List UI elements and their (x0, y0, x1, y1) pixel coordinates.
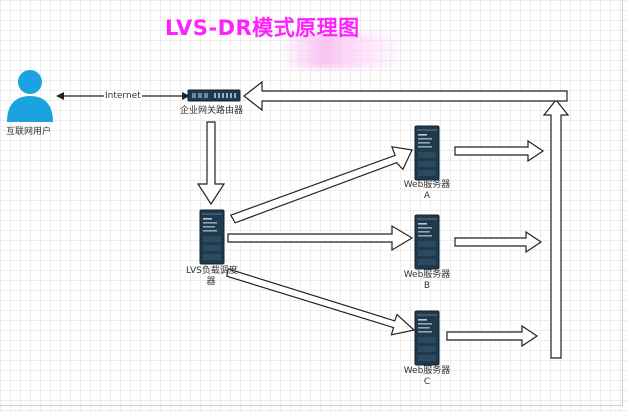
web-c-label-line2: C (423, 377, 431, 387)
web-b-label-line1: Web服务器 (403, 270, 451, 280)
lvs-label: LVS负载调度 器 (186, 266, 238, 288)
router-label: 企业网关路由器 (180, 106, 244, 116)
return-to-router-arrow (243, 80, 568, 112)
router-icon (187, 89, 241, 102)
internet-label: Internet (104, 91, 142, 102)
web-b-label-line2: B (423, 281, 431, 291)
web-server-c-icon (414, 310, 440, 366)
web-b-to-return-arrow (454, 230, 543, 254)
lvs-label-line2: 器 (206, 277, 216, 287)
user-label: 互联网用户 (6, 127, 52, 137)
canvas-frame (0, 0, 623, 406)
lvs-label-line1: LVS负载调度 (186, 266, 238, 276)
lvs-to-web-a-arrow (229, 145, 413, 224)
blurred-watermark (284, 34, 404, 68)
web-b-label: Web服务器 B (400, 270, 454, 292)
web-c-to-return-arrow (446, 324, 539, 348)
user-icon (7, 70, 53, 122)
web-a-label-line2: A (423, 191, 431, 201)
lvs-to-web-c-arrow (226, 268, 416, 336)
return-up-arrow (542, 99, 570, 359)
web-server-a-icon (414, 125, 440, 181)
web-a-label: Web服务器 A (400, 180, 454, 202)
web-server-b-icon (414, 214, 440, 270)
web-a-label-line1: Web服务器 (403, 180, 451, 190)
web-c-label: Web服务器 C (400, 366, 454, 388)
lvs-to-web-b-arrow (227, 224, 414, 252)
diagram-title: LVS-DR模式原理图 (165, 16, 360, 40)
web-c-label-line1: Web服务器 (403, 366, 451, 376)
web-a-to-return-arrow (454, 139, 545, 163)
lvs-server-icon (199, 209, 225, 265)
router-to-lvs-arrow (196, 121, 226, 206)
